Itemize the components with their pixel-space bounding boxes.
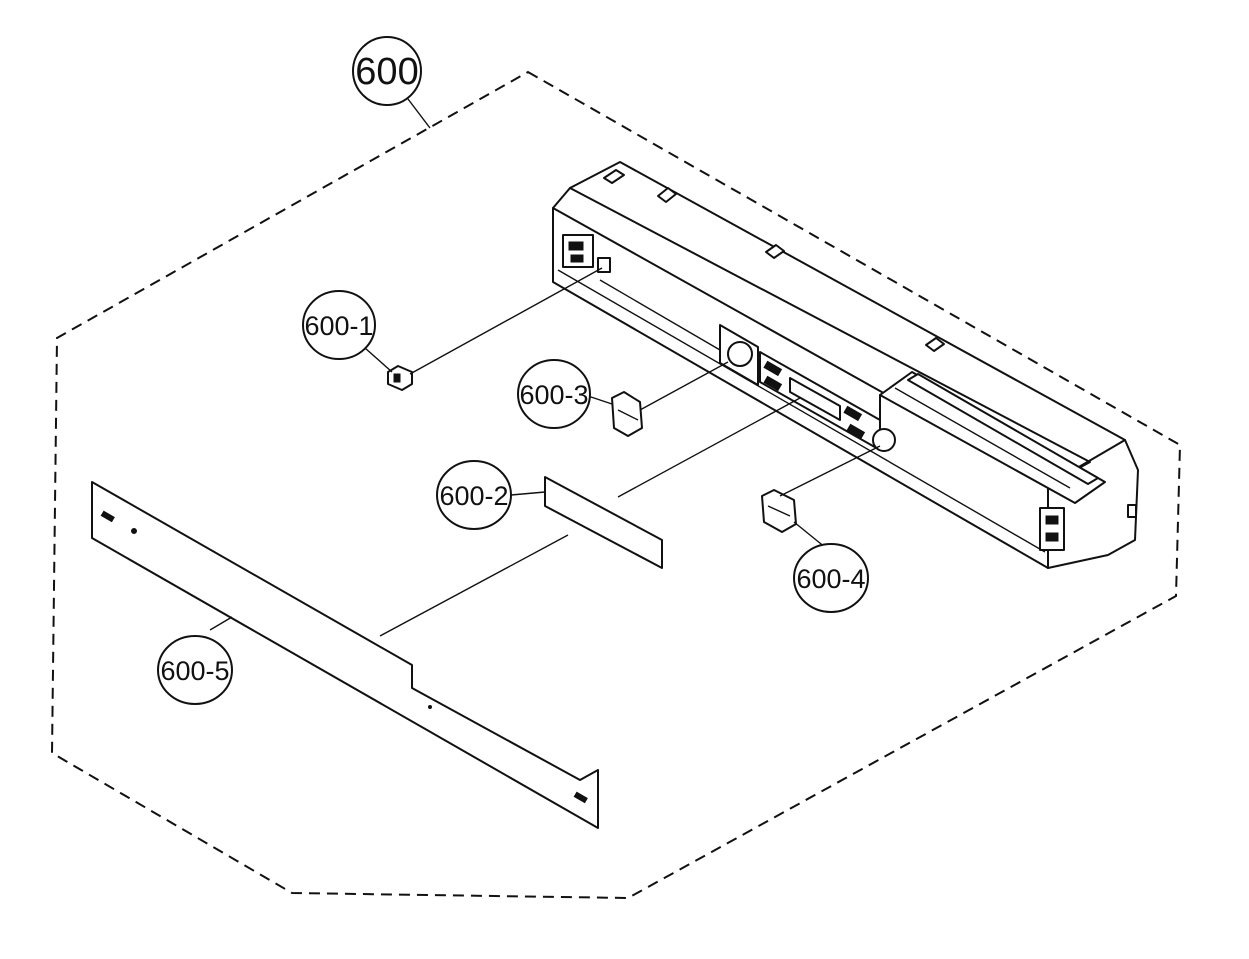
part-600-1 <box>387 365 413 391</box>
callout-600-3: 600-3 <box>517 359 591 429</box>
callout-600-3-label: 600-3 <box>519 380 588 410</box>
callout-600-5-label: 600-5 <box>160 656 229 686</box>
part-600-2 <box>544 476 663 569</box>
callout-600-4: 600-4 <box>793 543 869 613</box>
callout-600-2: 600-2 <box>436 460 512 530</box>
callout-600-5: 600-5 <box>157 635 233 705</box>
callout-600-2-label: 600-2 <box>439 481 508 511</box>
part-600-5 <box>91 481 599 829</box>
part-600-3 <box>611 391 643 437</box>
callout-600-label: 600 <box>355 51 418 93</box>
leader-lines <box>209 98 881 637</box>
callout-600-1: 600-1 <box>302 290 376 360</box>
callout-600-4-label: 600-4 <box>796 564 865 594</box>
callout-600-1-label: 600-1 <box>304 311 373 341</box>
callout-600: 600 <box>352 36 422 106</box>
assembly-boundary <box>50 70 1182 900</box>
part-600-4 <box>761 489 797 533</box>
front-panel-assembly <box>552 161 1139 569</box>
